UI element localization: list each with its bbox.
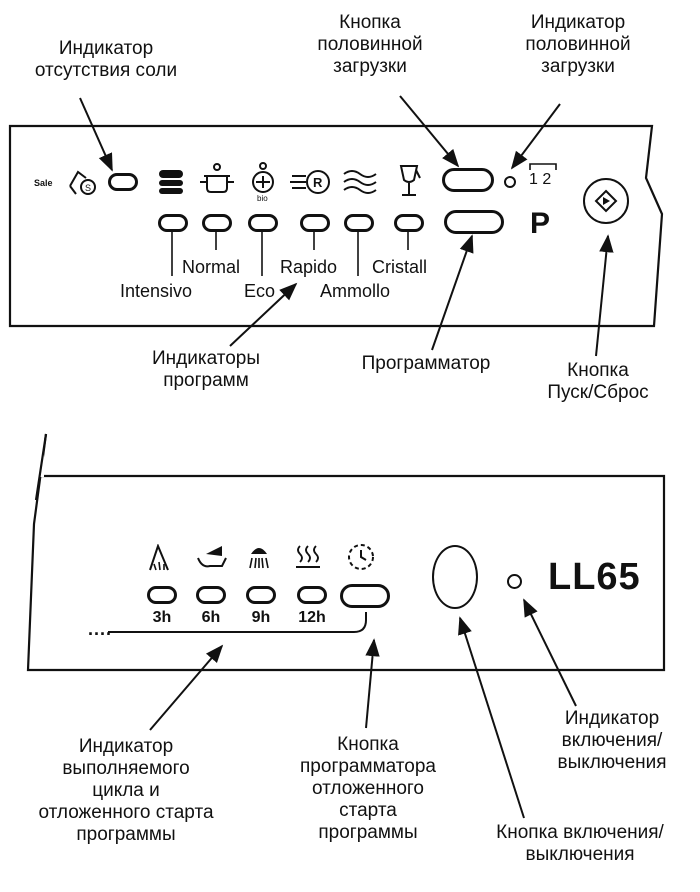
arrow-half-load-indicator xyxy=(510,103,561,170)
delay-label-9h: 9h xyxy=(251,609,271,626)
rinse-icon xyxy=(249,548,269,569)
normal-pan-icon xyxy=(200,163,234,193)
eco-bio-icon: bio xyxy=(252,162,274,202)
prewash-icon xyxy=(149,544,169,571)
arrow-start-reset xyxy=(595,234,614,357)
programmer-mark: P xyxy=(530,207,551,240)
svg-text:S: S xyxy=(85,183,91,193)
program-label-ammollo: Ammollo xyxy=(320,281,391,301)
top-panel-outline xyxy=(8,124,664,328)
wash-icon xyxy=(197,546,227,568)
delay-label-6h: 6h xyxy=(201,609,221,626)
program-indicator-cristall xyxy=(394,214,424,232)
arrow-half-load-button xyxy=(399,95,460,168)
callout-delay-button: Кнопка программатора отложенного старта … xyxy=(300,734,436,843)
power-button[interactable] xyxy=(432,545,478,609)
svg-text:R: R xyxy=(313,175,323,190)
delay-start-button[interactable] xyxy=(340,584,390,608)
delay-dots: .... xyxy=(88,619,113,639)
half-load-mark: 1 2 xyxy=(529,171,552,188)
callout-salt-indicator: Индикатор отсутствия соли xyxy=(34,38,178,81)
arrow-cycle-indicator xyxy=(149,644,224,731)
program-label-rapido: Rapido xyxy=(280,257,338,277)
half-load-indicator xyxy=(504,176,516,188)
arrow-power-button xyxy=(458,616,525,819)
program-label-cristall: Cristall xyxy=(372,257,428,277)
svg-text:bio: bio xyxy=(257,194,268,202)
program-indicator-ammollo xyxy=(344,214,374,232)
program-indicator-intensivo xyxy=(158,214,188,232)
start-reset-button[interactable] xyxy=(583,178,629,224)
program-label-eco: Eco xyxy=(244,281,276,301)
dry-icon xyxy=(296,545,320,568)
delay-indicator-12h xyxy=(297,586,327,604)
arrow-delay-button xyxy=(365,638,380,729)
power-indicator xyxy=(507,574,522,589)
delay-clock-icon xyxy=(348,544,374,570)
callout-half-load-button: Кнопка половинной загрузки xyxy=(317,12,423,77)
callout-power-button: Кнопка включения/ выключения xyxy=(496,822,664,865)
intensive-pot-icon xyxy=(159,170,183,194)
program-label-normal: Normal xyxy=(182,257,241,277)
callout-half-load-indicator: Индикатор половинной загрузки xyxy=(525,12,631,77)
arrow-salt-indicator xyxy=(79,97,113,172)
start-reset-icon xyxy=(594,189,618,213)
delay-indicator-3h xyxy=(147,586,177,604)
salt-icon: S xyxy=(69,170,96,195)
program-indicator-eco xyxy=(248,214,278,232)
callout-cycle-indicator: Индикатор выполняемого цикла и отложенно… xyxy=(38,736,214,845)
callout-programmer: Программатор xyxy=(361,353,491,374)
program-label-intensivo: Intensivo xyxy=(120,281,193,301)
delay-label-3h: 3h xyxy=(152,609,172,626)
arrow-power-indicator xyxy=(523,598,577,707)
arrow-program-indicators xyxy=(229,282,298,347)
model-name: LL65 xyxy=(548,556,641,598)
arrow-programmer xyxy=(431,234,474,351)
rapid-r-icon: R xyxy=(290,170,330,194)
glass-icon xyxy=(399,165,421,196)
delay-indicator-9h xyxy=(246,586,276,604)
program-indicator-rapido xyxy=(300,214,330,232)
programmer-button[interactable] xyxy=(444,210,504,234)
half-load-button[interactable] xyxy=(442,168,494,192)
salt-indicator xyxy=(108,173,138,191)
callout-power-indicator: Индикатор включения/ выключения xyxy=(557,708,667,773)
callout-program-indicators: Индикаторы программ xyxy=(151,348,260,391)
delay-indicator-6h xyxy=(196,586,226,604)
delay-label-12h: 12h xyxy=(298,609,326,626)
callout-start-reset: Кнопка Пуск/Сброс xyxy=(547,360,649,403)
delay-bracket-line xyxy=(108,612,367,633)
program-indicator-normal xyxy=(202,214,232,232)
salt-label: Sale xyxy=(34,178,53,188)
soak-wave-icon xyxy=(343,170,377,194)
